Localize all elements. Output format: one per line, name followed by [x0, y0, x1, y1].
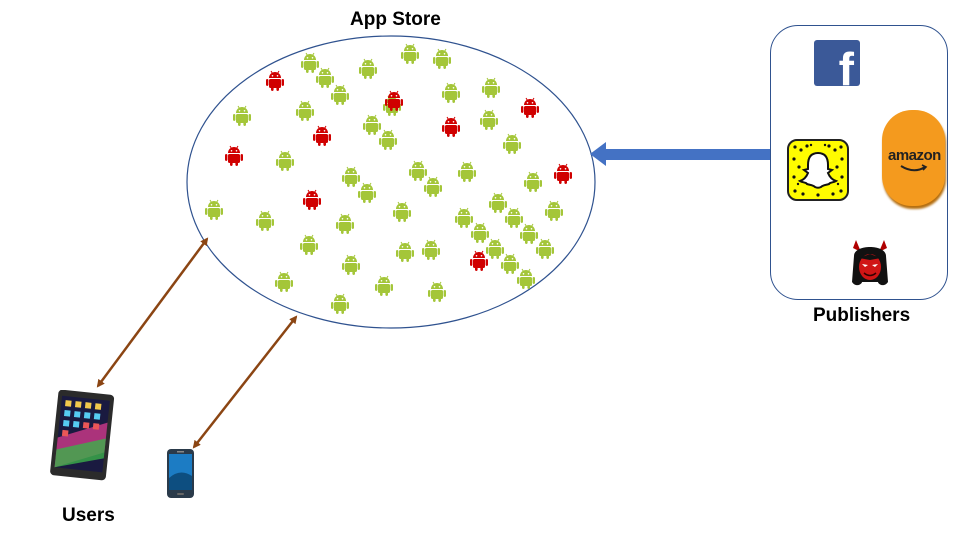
android-icon-green	[503, 133, 521, 154]
android-icon-green	[517, 268, 535, 289]
android-icon-green	[233, 105, 251, 126]
android-icon-green	[489, 192, 507, 213]
android-icon-green	[275, 271, 293, 292]
android-icon-green	[458, 161, 476, 182]
android-icon-red	[442, 116, 460, 137]
android-icon-red	[554, 163, 572, 184]
smartphone-icon	[166, 448, 196, 505]
android-icon-red	[470, 250, 488, 271]
android-icon-red	[521, 97, 539, 118]
publisher-to-store-arrow	[590, 142, 770, 166]
android-icon-green	[301, 52, 319, 73]
android-icon-red	[303, 189, 321, 210]
devil-icon	[848, 238, 892, 290]
publishers-label: Publishers	[813, 305, 911, 326]
android-icon-green	[276, 150, 294, 171]
android-icon-green	[482, 77, 500, 98]
android-icon-green	[336, 213, 354, 234]
apps-layer	[205, 43, 572, 314]
android-icon-green	[409, 160, 427, 181]
tablet-store-arrow	[96, 237, 209, 388]
android-icon-green	[501, 253, 519, 274]
android-icon-green	[505, 207, 523, 228]
app-store-ellipse	[186, 35, 596, 329]
android-icon-green	[428, 281, 446, 302]
android-icon-green	[545, 200, 563, 221]
android-icon-green	[205, 199, 223, 220]
android-icon-green	[359, 58, 377, 79]
android-icon-green	[486, 238, 504, 259]
android-icon-green	[401, 43, 419, 64]
android-icon-green	[375, 275, 393, 296]
facebook-glyph: f	[838, 43, 854, 86]
phone-store-arrow	[192, 315, 298, 449]
android-icon-red	[313, 125, 331, 146]
android-icon-red	[266, 70, 284, 91]
android-icon-green	[442, 82, 460, 103]
android-icon-green	[455, 207, 473, 228]
android-icon-green	[422, 239, 440, 260]
android-icon-red	[225, 145, 243, 166]
android-icon-green	[424, 176, 442, 197]
android-icon-green	[300, 234, 318, 255]
android-icon-green	[316, 67, 334, 88]
android-icon-green	[363, 114, 381, 135]
android-icon-red	[385, 90, 403, 111]
android-icon-green	[358, 182, 376, 203]
android-icon-green	[342, 166, 360, 187]
android-icon-green	[536, 238, 554, 259]
android-icon-green	[396, 241, 414, 262]
tablet-icon	[48, 389, 116, 487]
android-icon-green	[393, 201, 411, 222]
users-label: Users	[62, 505, 115, 526]
app-store-title: App Store	[350, 9, 441, 30]
facebook-icon: f	[814, 40, 860, 86]
amazon-wordmark: amazon	[888, 147, 941, 164]
android-icon-green	[480, 109, 498, 130]
android-icon-green	[471, 222, 489, 243]
android-icon-green	[342, 254, 360, 275]
android-icon-green	[256, 210, 274, 231]
android-icon-green	[296, 100, 314, 121]
amazon-icon: amazon	[882, 110, 945, 206]
android-icon-green	[520, 223, 538, 244]
android-icon-green	[524, 171, 542, 192]
android-icon-green	[379, 129, 397, 150]
android-icon-green	[433, 48, 451, 69]
android-icon-green	[331, 293, 349, 314]
snapchat-icon	[787, 139, 849, 201]
android-icon-green	[331, 84, 349, 105]
